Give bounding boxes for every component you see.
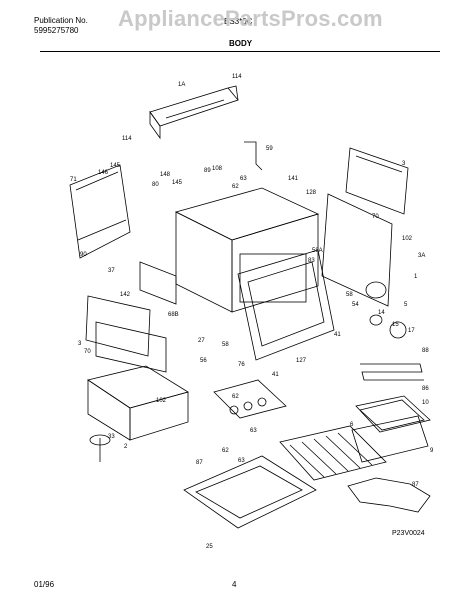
flue-tube [244,141,263,171]
bake-element [360,363,424,381]
oven-front [231,213,319,313]
part-label: 102 [402,236,413,242]
part-label: 71 [70,177,77,183]
part-label: 15 [392,322,399,328]
leveling-leg [89,434,111,446]
part-label: 33 [108,434,115,440]
oven-bottom [183,455,317,529]
part-label: 54 [352,302,359,308]
oven-rack [279,425,387,481]
lower-cabinet [87,365,189,409]
part-label: 148 [160,172,171,178]
part-label: 1A [178,82,185,88]
part-label: 88 [422,348,429,354]
part-label: 2 [124,444,128,450]
part-label: 27 [198,338,205,344]
part-label: 3 [402,161,406,167]
part-label: 58 [222,342,229,348]
part-label: 87 [196,460,203,466]
part-label: 128 [306,190,317,196]
part-label: 68B [168,312,179,318]
part-label: 56 [200,358,207,364]
left-front-panel [85,295,151,357]
vent-panel [149,87,239,127]
diagram-code: P23V0024 [392,530,425,537]
header-divider [40,51,440,52]
part-label: 141 [288,176,299,182]
part-label: 3 [78,341,82,347]
part-label: 63 [240,176,247,182]
footer-date: 01/96 [34,580,55,589]
control-panel [213,379,287,419]
part-label: 62 [232,394,239,400]
part-label: 80 [152,182,159,188]
part-label: 142 [120,292,131,298]
part-label: 58A [312,248,323,254]
page-number: 4 [232,580,237,589]
light-lens [389,321,407,339]
part-label: 70 [372,214,379,220]
part-label: 70 [84,349,91,355]
left-side-panel [69,164,131,259]
publication-number: 5995275780 [34,26,79,35]
rear-panel [345,147,409,215]
part-label: 5 [404,302,408,308]
part-label: 89 [204,168,211,174]
part-label: 76 [238,362,245,368]
publication-label: Publication No. [34,16,88,25]
oven-cavity [239,253,307,303]
oven-top [174,187,320,241]
oven-door [237,249,335,361]
part-label: 146 [98,170,109,176]
section-title: BODY [229,39,253,48]
part-label: 14 [378,310,385,316]
part-label: 63 [250,428,257,434]
part-label: 37 [108,268,115,274]
part-label: 108 [212,166,223,172]
part-label: 17 [408,328,415,334]
part-label: 25 [206,544,213,550]
light-socket [365,281,387,299]
part-label: 6 [350,422,354,428]
part-label: 41 [272,372,279,378]
part-label: 90 [80,252,87,258]
bake-element-lower [347,477,431,513]
part-label: 127 [296,358,307,364]
part-label: 102 [156,398,167,404]
watermark: AppliancePartsPros.com [118,6,383,31]
right-side-panel [321,193,393,307]
part-label: 83 [308,258,315,264]
part-label: 41 [334,332,341,338]
part-label: 3A [418,253,425,259]
part-label: 59 [266,146,273,152]
part-label: 1 [414,274,418,280]
part-label: 114 [232,74,242,80]
oven-left-wall [175,211,233,313]
part-label: 62 [232,184,239,190]
part-label: 145 [172,180,183,186]
model-number: ES3*0C [224,17,253,26]
part-label: 63 [238,458,245,464]
part-label: 145 [110,163,121,169]
part-label: 86 [422,386,429,392]
part-label: 9 [430,448,434,454]
part-label: 10 [422,400,429,406]
part-label: 62 [222,448,229,454]
part-label: 87 [412,482,419,488]
part-label: 58 [346,292,353,298]
part-label: 114 [122,136,132,142]
broiler-pan [355,395,431,433]
